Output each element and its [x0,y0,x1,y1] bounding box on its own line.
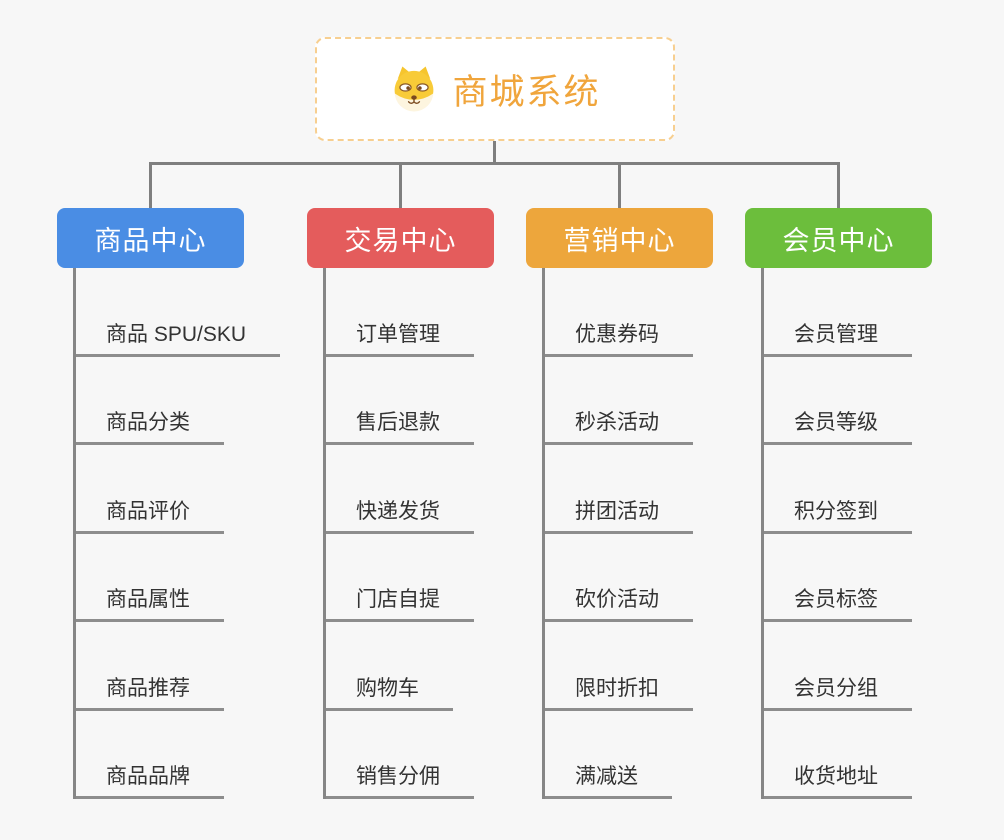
leaf-item[interactable]: 限时折扣 [545,622,693,711]
leaf-item[interactable]: 商品属性 [76,534,224,622]
connector-drop-trade-center [399,162,402,208]
leaf-item[interactable]: 会员分组 [764,622,912,711]
leaf-item[interactable]: 拼团活动 [545,445,693,534]
branch-node-member-center[interactable]: 会员中心 [745,208,932,268]
connector-root-stem [493,140,496,164]
leaf-item[interactable]: 优惠券码 [545,268,693,357]
leaf-item[interactable]: 积分签到 [764,445,912,534]
branch-node-product-center[interactable]: 商品中心 [57,208,244,268]
leaf-item[interactable]: 满减送 [545,711,672,799]
leaf-item[interactable]: 商品评价 [76,445,224,534]
branch-node-trade-center[interactable]: 交易中心 [307,208,494,268]
connector-drop-marketing-center [618,162,621,208]
branch-node-marketing-center[interactable]: 营销中心 [526,208,713,268]
leaf-item[interactable]: 会员等级 [764,357,912,445]
leaf-list-member-center: 会员管理会员等级积分签到会员标签会员分组收货地址 [761,268,932,799]
leaf-item[interactable]: 商品分类 [76,357,224,445]
leaf-item[interactable]: 会员管理 [764,268,912,357]
leaf-item[interactable]: 销售分佣 [326,711,474,799]
connector-drop-product-center [149,162,152,208]
dog-face-icon [395,66,434,112]
branch-member-center: 会员中心会员管理会员等级积分签到会员标签会员分组收货地址 [745,208,932,799]
leaf-item[interactable]: 商品推荐 [76,622,224,711]
leaf-item[interactable]: 砍价活动 [545,534,693,622]
connector-bus [149,162,840,165]
leaf-item[interactable]: 收货地址 [764,711,912,799]
leaf-list-trade-center: 订单管理售后退款快递发货门店自提购物车销售分佣 [323,268,494,799]
root-title: 商城系统 [452,72,601,112]
leaf-item[interactable]: 秒杀活动 [545,357,693,445]
leaf-item[interactable]: 商品品牌 [76,711,224,799]
leaf-item[interactable]: 商品 SPU/SKU [76,268,281,357]
leaf-item[interactable]: 会员标签 [764,534,912,622]
branch-marketing-center: 营销中心优惠券码秒杀活动拼团活动砍价活动限时折扣满减送 [526,208,713,799]
leaf-item[interactable]: 快递发货 [326,445,474,534]
root-node[interactable]: 商城系统 [315,37,675,141]
leaf-item[interactable]: 门店自提 [326,534,474,622]
branch-trade-center: 交易中心订单管理售后退款快递发货门店自提购物车销售分佣 [307,208,494,799]
leaf-list-marketing-center: 优惠券码秒杀活动拼团活动砍价活动限时折扣满减送 [542,268,713,799]
leaf-item[interactable]: 订单管理 [326,268,474,357]
leaf-item[interactable]: 购物车 [326,622,453,711]
leaf-item[interactable]: 售后退款 [326,357,474,445]
connector-drop-member-center [837,162,840,208]
